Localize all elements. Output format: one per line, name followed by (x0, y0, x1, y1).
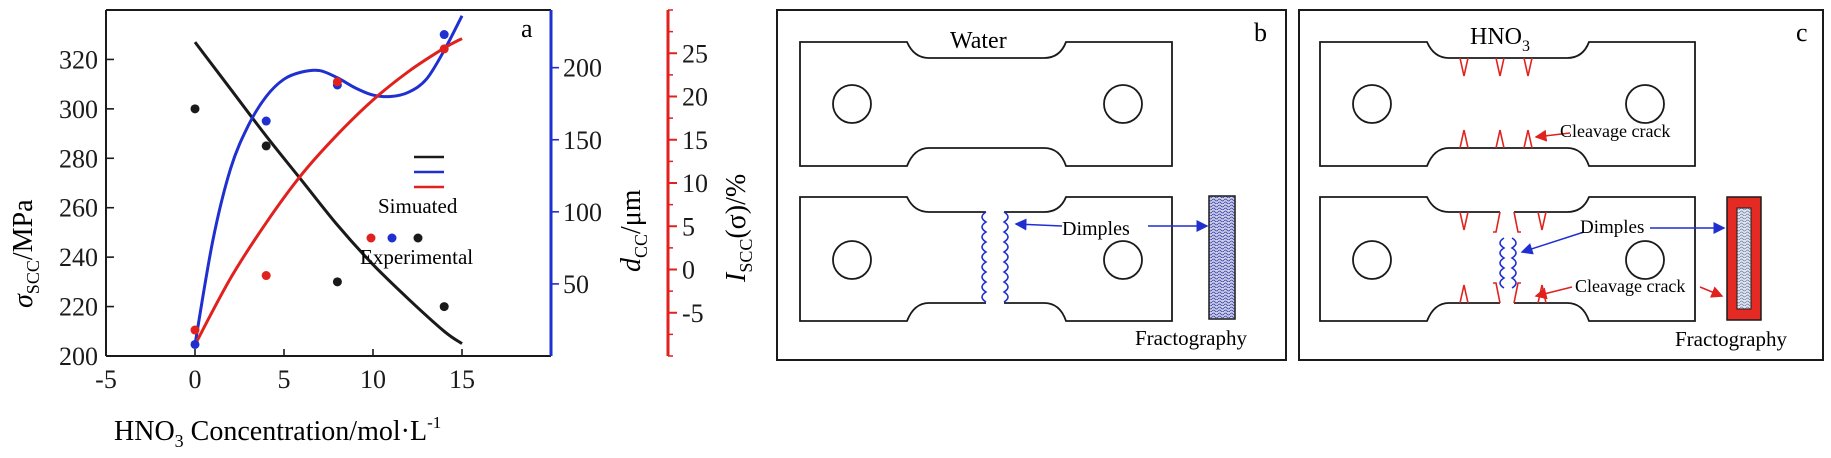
y1-tick-label: 320 (59, 45, 98, 74)
specimen-hole-left (1352, 240, 1392, 280)
specimen-top-hno3 (1319, 41, 1696, 167)
panel-c-frame (1298, 9, 1824, 361)
dimple-surface-right (1510, 237, 1517, 289)
y3-tick-label: 10 (682, 169, 708, 198)
experimental-point (261, 271, 271, 281)
cleavage-arrow-top (1534, 129, 1571, 142)
fractured-half-left (799, 196, 986, 322)
y1-axis-title: σSCC/MPa (8, 199, 43, 308)
specimen-hole-left (1352, 84, 1392, 124)
cleavage-cracks-bottom (1459, 211, 1547, 304)
panel-c-label: c (1796, 18, 1808, 47)
y1-tick-label: 200 (59, 342, 98, 371)
x-axis-title: HNO3 Concentration/mol·L-1 (114, 413, 441, 451)
y3-tick-label: 20 (682, 83, 708, 112)
legend-marker-red (366, 233, 376, 243)
fractography-caption-c: Fractography (1675, 327, 1787, 351)
specimen-hole-left (832, 84, 872, 124)
legend-marker-blue (387, 233, 397, 243)
diagram-panel-b: b Water Dimples Fractography (776, 9, 1287, 361)
panel-a-label: a (521, 14, 533, 43)
fractography-sample-b (1208, 195, 1236, 320)
fractured-half-left (1319, 196, 1500, 322)
experimental-point (332, 277, 342, 287)
y3-tick-label: 5 (682, 212, 695, 241)
y3-tick-label: -5 (682, 299, 704, 328)
fractured-half-right (1514, 196, 1696, 322)
x-tick-label: 15 (449, 365, 475, 394)
experimental-point (261, 141, 271, 151)
y2-tick-label: 150 (563, 126, 602, 155)
callout-dimples-c: Dimples (1580, 217, 1644, 238)
legend-simulated-label: Simuated (378, 194, 458, 218)
curve-layer (193, 15, 464, 346)
simulated-curve-1 (193, 15, 464, 345)
fractography-sample-c (1736, 207, 1752, 310)
x-tick-label: 5 (278, 365, 291, 394)
specimen-hole-right (1103, 84, 1143, 124)
legend-experimental-label: Experimental (360, 245, 473, 269)
experimental-point (190, 339, 200, 349)
callout-dimples-b: Dimples (1062, 218, 1130, 240)
specimen-hole-right (1625, 240, 1665, 280)
cleavage-arrow-frame (1699, 286, 1724, 298)
fractured-half-right (1004, 196, 1173, 322)
y1-tick-label: 300 (59, 95, 98, 124)
point-layer (190, 30, 449, 349)
panel-c-title: HNO3 (1470, 24, 1530, 55)
y1-tick-label: 260 (59, 194, 98, 223)
y2-tick-label: 100 (563, 198, 602, 227)
specimen-hole-right (1103, 240, 1143, 280)
y1-tick-label: 240 (59, 243, 98, 272)
dimple-surface-right (1002, 211, 1009, 303)
dimple-surface-left (1499, 237, 1506, 289)
legend-marker-black (413, 233, 423, 243)
dimple-surface-left (981, 211, 988, 303)
x-tick-label: 10 (360, 365, 386, 394)
y3-tick-label: 25 (682, 39, 708, 68)
dimples-arrow-left (1520, 231, 1585, 255)
experimental-point (439, 30, 449, 40)
callout-cleavage-bottom: Cleavage crack (1575, 276, 1685, 296)
simulated-curve-0 (193, 41, 463, 345)
experimental-point (332, 77, 342, 87)
panel-b-label: b (1254, 18, 1267, 47)
specimen-top-water (799, 41, 1173, 167)
experimental-point (261, 116, 271, 126)
specimen-hole-right (1625, 84, 1665, 124)
x-tick-label: -5 (95, 365, 117, 394)
y3-tick-label: 15 (682, 126, 708, 155)
simulated-curve-2 (193, 37, 463, 346)
y2-tick-label: 200 (563, 54, 602, 83)
experimental-point (190, 325, 200, 335)
dimples-arrow-left (1014, 218, 1063, 231)
y3-axis-title: ISCC(σ)/% (721, 174, 756, 283)
legend: Simuated Experimental (360, 155, 473, 269)
experimental-point (439, 302, 449, 312)
cleavage-cracks-top (1459, 57, 1533, 149)
y2-axis-title: dCC/μm (616, 189, 651, 272)
panel-b-frame (776, 9, 1287, 361)
y1-tick-label: 280 (59, 144, 98, 173)
diagram-panel-c: c HNO3 Cleavage crack Dimples Cleavage c… (1298, 9, 1824, 361)
specimen-hole-left (832, 240, 872, 280)
panel-b-title: Water (950, 28, 1007, 54)
experimental-point (190, 104, 200, 114)
y3-tick-label: 0 (682, 256, 695, 285)
fractography-caption-b: Fractography (1135, 326, 1247, 350)
y1-tick-label: 220 (59, 293, 98, 322)
experimental-point (439, 44, 449, 54)
y2-tick-label: 50 (563, 270, 589, 299)
x-tick-label: 0 (189, 365, 202, 394)
callout-cleavage-top: Cleavage crack (1560, 121, 1670, 141)
cleavage-arrow-bottom (1534, 286, 1573, 300)
